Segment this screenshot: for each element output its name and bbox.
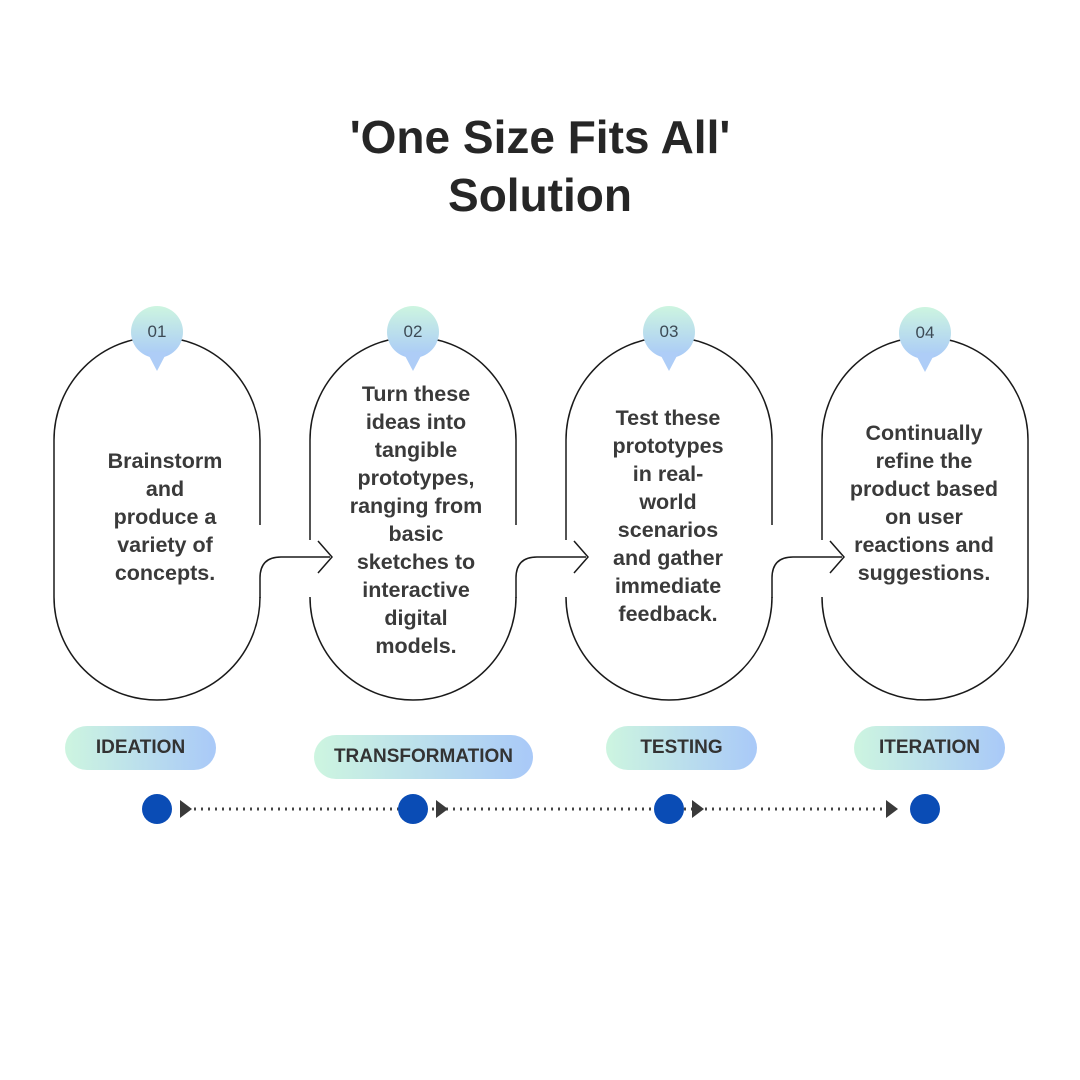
step-2-line: models. [375,634,457,658]
step-badge-3 [643,306,695,371]
step-number-2: 02 [403,322,423,341]
step-3-line: prototypes [612,434,724,458]
step-2-line: tangible [374,438,458,462]
timeline-arrow-4 [886,800,898,818]
step-3-line: in real- [632,462,704,486]
timeline-arrow-3 [692,800,704,818]
connector-3-4 [771,540,845,598]
step-number-1: 01 [147,322,167,341]
step-description-4: Continually refine the product based on … [839,419,1009,587]
step-2-line: ideas into [365,410,467,434]
connector-2-3 [515,540,589,598]
step-2-line: prototypes, [357,466,475,490]
step-3-line: feedback. [618,602,718,626]
step-4-line: Continually [865,421,983,445]
stage-label-ideation: IDEATION [65,726,216,770]
step-3-line: world [639,490,697,514]
step-2-line: digital [384,606,448,630]
timeline-dot-4 [910,794,940,824]
step-number-3: 03 [659,322,679,341]
step-3-line: Test these [615,406,721,430]
step-3-line: scenarios [617,518,719,542]
step-4-line: on user [885,505,963,529]
step-outline-4 [821,336,1029,701]
step-2-line: sketches to [356,550,476,574]
stage-label-transformation: TRANSFORMATION [314,735,533,779]
step-number-4: 04 [915,323,935,342]
step-1-line: Brainstorm [107,449,223,473]
step-4-line: refine the [875,449,973,473]
step-1-line: produce a [113,505,217,529]
step-badge-1 [131,306,183,371]
step-4-line: product based [849,477,999,501]
step-1-line: variety of [117,533,213,557]
step-4-line: reactions and [854,533,994,557]
step-2-line: basic [388,522,444,546]
timeline-dot-3 [654,794,684,824]
step-description-1: Brainstorm and produce a variety of conc… [80,447,250,587]
timeline-dot-2 [398,794,428,824]
timeline [142,794,940,824]
connector-1-2 [259,540,333,598]
page-title: 'One Size Fits All' Solution [140,108,940,224]
step-2-line: interactive [362,578,470,602]
timeline-arrow-1 [180,800,192,818]
step-2-line: ranging from [349,494,483,518]
step-badge-4 [899,307,951,372]
step-2-line: Turn these [361,382,471,406]
timeline-dot-1 [142,794,172,824]
stage-label-iteration: ITERATION [854,726,1005,770]
step-1-line: concepts. [114,561,216,585]
title-line-1: 'One Size Fits All' [349,111,731,163]
step-outline-1 [53,336,261,701]
stage-label-testing: TESTING [606,726,757,770]
step-description-3: Test these prototypes in real- world sce… [583,404,753,628]
step-description-2: Turn these ideas into tangible prototype… [331,380,501,660]
step-3-line: and gather [613,546,723,570]
step-1-line: and [145,477,185,501]
title-line-2: Solution [448,169,632,221]
step-3-line: immediate [614,574,722,598]
timeline-arrow-2 [436,800,448,818]
step-badge-2 [387,306,439,371]
step-4-line: suggestions. [857,561,991,585]
